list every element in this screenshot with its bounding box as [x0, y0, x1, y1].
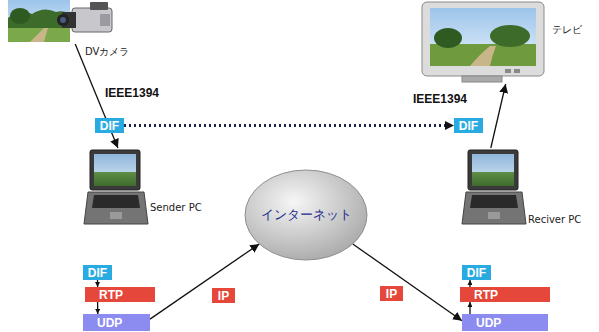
node-label: インターネット [261, 207, 352, 223]
dif-box: DIF [454, 118, 483, 133]
arrow-connector [97, 280, 98, 287]
node-label: UDP [476, 316, 501, 330]
camera-node: DVカメラ [8, 0, 120, 44]
node-label: DIF [88, 266, 107, 280]
internet-cloud: インターネット [244, 169, 368, 261]
device-label: DVカメラ [85, 46, 129, 58]
dif-box: DIF [95, 118, 124, 133]
rtp-box: RTP [85, 287, 155, 302]
sender-laptop [84, 150, 148, 224]
arrow-connector [469, 302, 470, 314]
arrow-connector [469, 280, 470, 287]
sender-pc-node: Sender PC [84, 148, 148, 226]
device-label: Sender PC [150, 202, 202, 214]
dif-box: DIF [462, 265, 491, 280]
rtp-box: RTP [460, 287, 550, 302]
arrow-connector [150, 244, 259, 319]
dif-box: DIF [83, 265, 112, 280]
udp-box: UDP [462, 314, 548, 331]
dv-camera-icon [57, 2, 112, 32]
tv-node: テレビ [420, 0, 546, 84]
arrow-connector [353, 244, 462, 321]
ip-box: IP [380, 286, 403, 301]
node-label: UDP [97, 316, 122, 330]
arrow-connector [97, 302, 98, 314]
node-label: IP [386, 287, 397, 301]
edge-label: IEEE1394 [104, 86, 160, 100]
garden-photo [8, 0, 70, 42]
dotted-arrow [124, 124, 454, 127]
node-label: DIF [467, 266, 486, 280]
device-label: Reciver PC [528, 214, 581, 226]
node-label: IP [218, 289, 229, 303]
internet-ellipse-shape [245, 170, 367, 260]
device-label: テレビ [552, 24, 582, 36]
receiver-pc-node: Reciver PC [462, 148, 526, 228]
arrow-connector [491, 84, 506, 148]
edge-label: IEEE1394 [412, 92, 468, 106]
node-label: DIF [459, 119, 478, 133]
tv-illustration [422, 2, 544, 82]
node-label: RTP [474, 288, 498, 302]
node-label: RTP [99, 288, 123, 302]
node-label: DIF [100, 119, 119, 133]
receiver-laptop [462, 150, 526, 224]
ip-box: IP [212, 288, 235, 303]
udp-box: UDP [83, 314, 150, 331]
